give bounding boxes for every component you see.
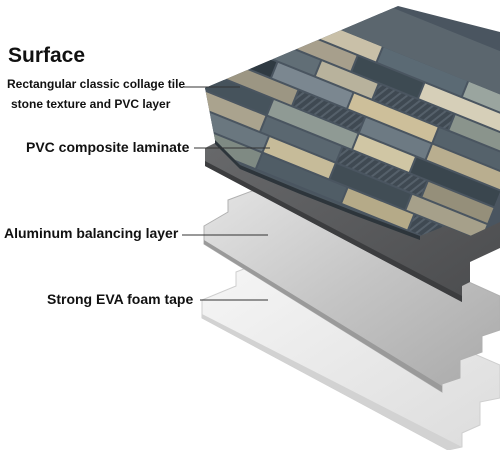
label-surface-line2: stone texture and PVC layer: [11, 97, 170, 111]
label-pvc-laminate: PVC composite laminate: [26, 139, 189, 155]
label-eva-foam-tape: Strong EVA foam tape: [47, 291, 193, 307]
diagram-title: Surface: [8, 44, 85, 68]
label-aluminum-layer: Aluminum balancing layer: [4, 225, 178, 241]
label-surface-line1: Rectangular classic collage tile: [7, 77, 185, 91]
